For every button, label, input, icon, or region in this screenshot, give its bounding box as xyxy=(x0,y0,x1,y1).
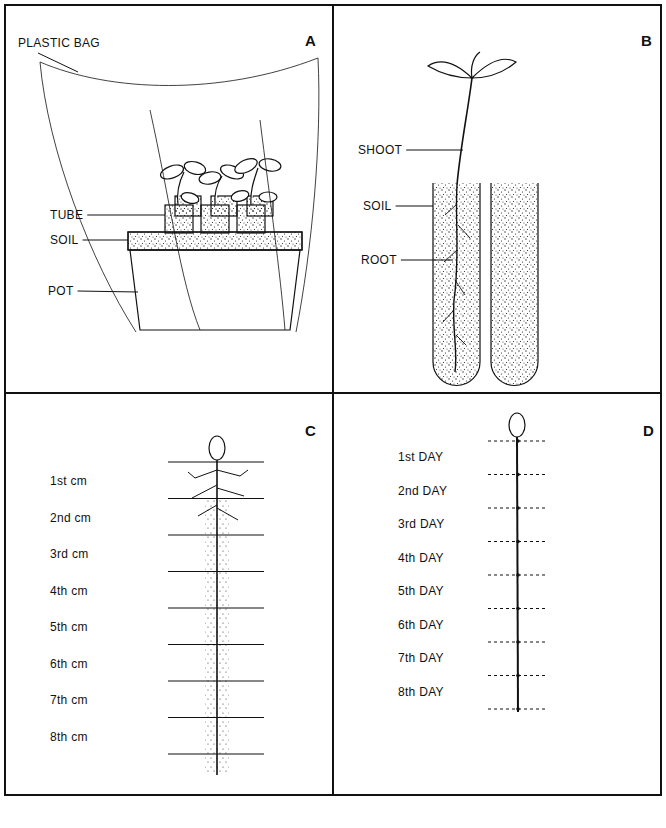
root-node xyxy=(516,573,520,577)
part-label: PLASTIC BAG xyxy=(18,36,100,50)
part-label: SOIL xyxy=(363,199,392,213)
day-label: 5th DAY xyxy=(398,584,444,598)
root-node xyxy=(516,506,520,510)
root-node xyxy=(516,640,520,644)
root-by-cm xyxy=(168,436,264,775)
pot-with-bag xyxy=(40,58,319,332)
cm-mark xyxy=(168,717,264,718)
part-label: TUBE xyxy=(50,208,83,222)
cm-label: 3rd cm xyxy=(50,547,88,561)
leader-lines xyxy=(38,53,463,292)
leader-line xyxy=(87,215,165,216)
leader-line xyxy=(83,240,128,241)
panel-letter: C xyxy=(305,424,316,438)
panel-frame xyxy=(5,5,661,795)
leader-line xyxy=(401,260,453,261)
leader-line xyxy=(78,291,138,292)
part-label: POT xyxy=(48,284,74,298)
cm-label: 2nd cm xyxy=(50,511,91,525)
leader-line xyxy=(396,206,433,207)
root-node xyxy=(516,674,520,678)
day-label: 8th DAY xyxy=(398,685,444,699)
leader-line xyxy=(38,53,78,72)
panel-letter: B xyxy=(641,34,652,48)
leader-line xyxy=(406,150,463,151)
day-label: 1st DAY xyxy=(398,450,443,464)
cm-label: 8th cm xyxy=(50,730,88,744)
panel-letter: D xyxy=(643,424,654,438)
root-node xyxy=(516,707,520,711)
cm-mark xyxy=(168,644,264,645)
day-label: 2nd DAY xyxy=(398,484,447,498)
cm-mark xyxy=(168,534,264,535)
part-label: ROOT xyxy=(361,253,397,267)
root-node xyxy=(516,540,520,544)
cm-label: 6th cm xyxy=(50,657,88,671)
part-label: SHOOT xyxy=(358,143,402,157)
part-label: SOIL xyxy=(50,233,79,247)
cm-mark xyxy=(168,753,264,754)
cm-label: 7th cm xyxy=(50,693,88,707)
tube-seedling xyxy=(428,52,538,386)
root-node xyxy=(516,439,520,443)
root-by-day xyxy=(488,413,548,712)
cm-label: 5th cm xyxy=(50,620,88,634)
day-label: 3rd DAY xyxy=(398,517,445,531)
cm-label: 4th cm xyxy=(50,584,88,598)
day-label: 4th DAY xyxy=(398,551,444,565)
cm-mark xyxy=(168,461,264,462)
panel-letter: A xyxy=(305,34,316,48)
cm-mark xyxy=(168,498,264,499)
root-node xyxy=(516,607,520,611)
cm-mark xyxy=(168,607,264,608)
day-label: 7th DAY xyxy=(398,651,444,665)
cm-mark xyxy=(168,680,264,681)
cm-label: 1st cm xyxy=(50,474,87,488)
day-label: 6th DAY xyxy=(398,618,444,632)
root-node xyxy=(516,473,520,477)
cm-mark xyxy=(168,571,264,572)
